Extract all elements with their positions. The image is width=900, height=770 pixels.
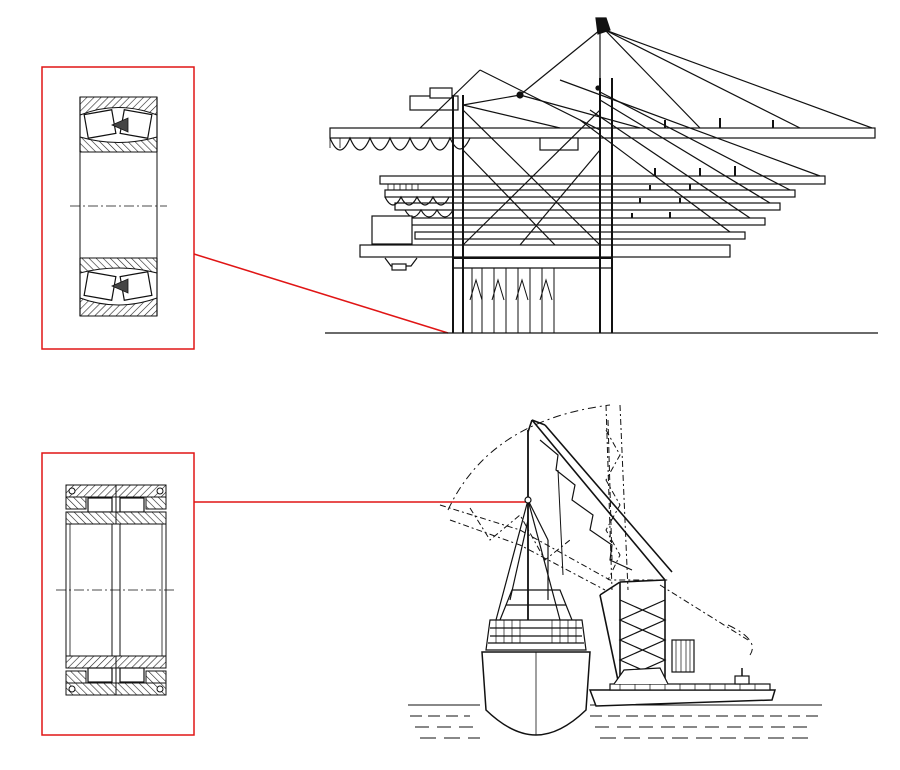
spherical-bearing-upper-section [79, 96, 158, 153]
cylindrical-bearing-lower-section [65, 655, 167, 696]
callout-frame-top [41, 66, 195, 350]
floating-crane-illustration [408, 404, 822, 739]
lifted-container [671, 639, 695, 673]
pontoon [588, 689, 777, 707]
bearing-detail-bottom [41, 452, 195, 736]
water-surface [408, 704, 822, 739]
bearing-detail-top [41, 66, 195, 350]
callout-frame-bottom [41, 452, 195, 736]
alternate-jib-positions [439, 404, 749, 641]
callout-line-top [193, 253, 449, 334]
spherical-bearing-lower-section [79, 257, 158, 317]
container-gantry-crane-illustration [325, 17, 878, 334]
crane-jib [527, 419, 673, 581]
cylindrical-bearing-upper-section [65, 484, 167, 525]
crane-tower [599, 579, 667, 691]
swing-arc [447, 404, 611, 511]
